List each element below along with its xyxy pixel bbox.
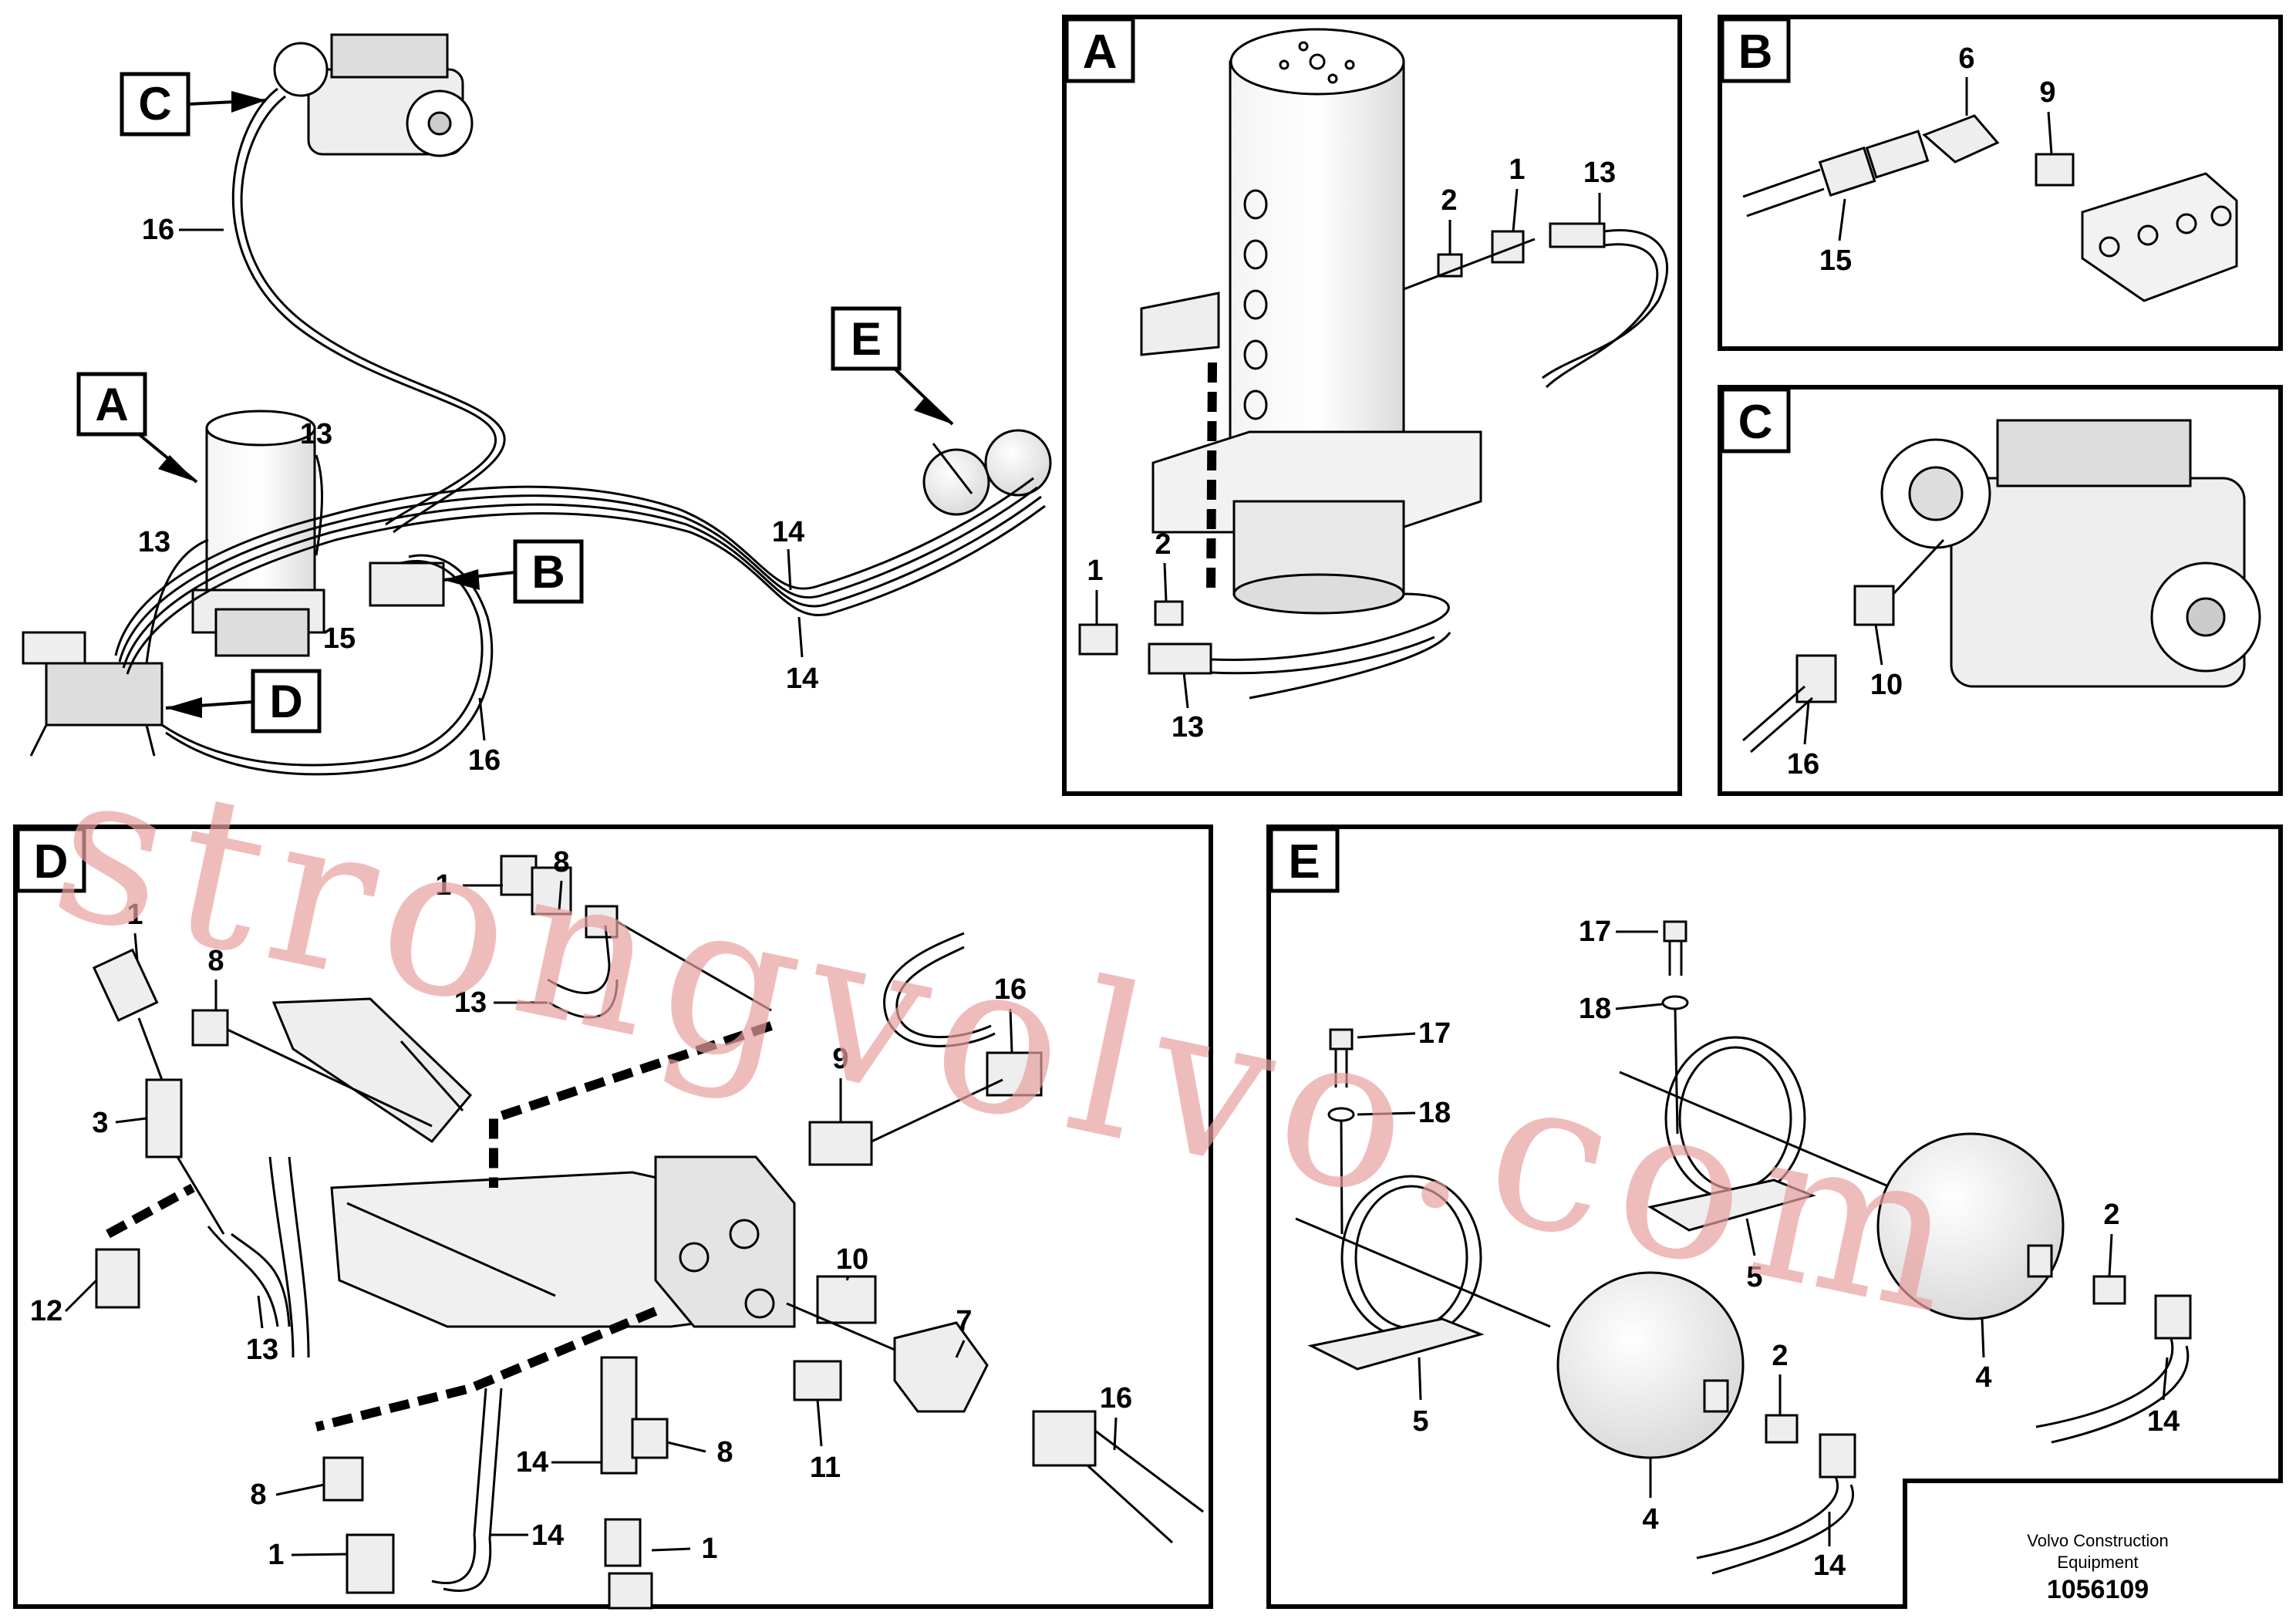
svg-text:2: 2 <box>1772 1340 1788 1372</box>
svg-text:7: 7 <box>956 1305 972 1337</box>
panel-c: C 10 16 <box>1718 385 2283 796</box>
svg-text:10: 10 <box>1870 669 1903 701</box>
svg-text:13: 13 <box>1172 711 1204 744</box>
svg-text:6: 6 <box>1958 42 1974 75</box>
callout-b: B <box>443 539 584 604</box>
svg-text:2: 2 <box>1441 184 1457 217</box>
svg-text:16: 16 <box>1100 1382 1132 1415</box>
svg-text:B: B <box>531 546 565 598</box>
svg-text:1: 1 <box>1509 153 1525 186</box>
svg-text:E: E <box>1288 835 1320 889</box>
svg-text:B: B <box>1738 25 1773 79</box>
hose-16-top <box>231 87 497 526</box>
svg-text:D: D <box>269 676 302 727</box>
svg-text:13: 13 <box>1583 157 1616 189</box>
svg-text:16: 16 <box>1787 748 1819 781</box>
svg-text:8: 8 <box>553 846 569 878</box>
svg-text:11: 11 <box>810 1452 841 1484</box>
svg-text:1: 1 <box>435 869 451 902</box>
svg-text:1: 1 <box>126 899 143 931</box>
svg-text:10: 10 <box>836 1243 868 1276</box>
callout-e: E <box>831 306 954 426</box>
pump-overview <box>273 33 474 157</box>
svg-text:E: E <box>851 313 882 365</box>
svg-text:5: 5 <box>1746 1261 1762 1293</box>
svg-text:8: 8 <box>250 1479 266 1511</box>
svg-text:17: 17 <box>1579 916 1611 948</box>
svg-text:1: 1 <box>701 1533 717 1565</box>
svg-text:14: 14 <box>786 663 818 695</box>
svg-text:18: 18 <box>1418 1097 1451 1129</box>
svg-text:13: 13 <box>300 418 332 450</box>
panel-e: E <box>1266 824 2283 1609</box>
svg-text:4: 4 <box>1975 1361 1991 1394</box>
hose-bundle-14 <box>114 477 1034 656</box>
rotary-joint-overview <box>191 410 325 657</box>
svg-text:18: 18 <box>1579 993 1611 1025</box>
svg-text:8: 8 <box>716 1436 733 1469</box>
svg-text:13: 13 <box>454 986 487 1019</box>
callout-a: A <box>76 372 198 484</box>
svg-text:14: 14 <box>772 516 804 548</box>
svg-text:3: 3 <box>92 1107 108 1139</box>
svg-text:16: 16 <box>468 744 501 777</box>
svg-text:9: 9 <box>832 1043 848 1075</box>
overview-drawing <box>22 33 1052 776</box>
footer-block: Volvo Construction Equipment 1056109 <box>2027 1531 2168 1604</box>
svg-text:9: 9 <box>2039 76 2055 109</box>
svg-text:14: 14 <box>1813 1549 1846 1582</box>
svg-text:1: 1 <box>268 1539 284 1571</box>
svg-text:13: 13 <box>246 1334 278 1366</box>
drawing-number: 1056109 <box>2047 1575 2149 1604</box>
svg-text:4: 4 <box>1642 1503 1658 1536</box>
svg-text:D: D <box>34 835 69 889</box>
svg-text:15: 15 <box>1819 244 1852 277</box>
svg-text:16: 16 <box>142 214 174 246</box>
svg-text:17: 17 <box>1418 1017 1451 1050</box>
callout-d: D <box>165 669 322 733</box>
svg-text:2: 2 <box>2103 1199 2119 1231</box>
svg-text:5: 5 <box>1412 1405 1428 1438</box>
accumulators-overview <box>922 429 1052 516</box>
distributor-block-overview <box>369 561 445 607</box>
svg-text:A: A <box>95 379 128 430</box>
svg-text:12: 12 <box>30 1295 62 1327</box>
svg-text:13: 13 <box>138 526 170 558</box>
svg-text:14: 14 <box>2147 1405 2180 1438</box>
valve-overview <box>22 631 164 757</box>
company-line2: Equipment <box>2057 1553 2138 1572</box>
svg-text:C: C <box>138 78 171 130</box>
overview-part-labels: 16 13 13 15 14 14 16 <box>138 214 818 777</box>
svg-text:14: 14 <box>516 1446 548 1479</box>
company-line1: Volvo Construction <box>2027 1531 2168 1550</box>
svg-text:15: 15 <box>323 622 356 655</box>
svg-text:2: 2 <box>1155 528 1171 561</box>
overview-callouts: C A B D E <box>76 72 954 733</box>
svg-text:C: C <box>1738 396 1773 449</box>
svg-text:14: 14 <box>531 1519 564 1552</box>
svg-text:16: 16 <box>994 973 1027 1006</box>
svg-text:1: 1 <box>1087 555 1103 587</box>
panel-d: D <box>13 824 1213 1610</box>
panel-b: B 6 9 15 <box>1718 15 2283 351</box>
panel-a: A <box>1062 15 1682 796</box>
svg-text:8: 8 <box>207 945 224 977</box>
callout-c: C <box>120 72 267 137</box>
svg-text:A: A <box>1083 25 1118 79</box>
